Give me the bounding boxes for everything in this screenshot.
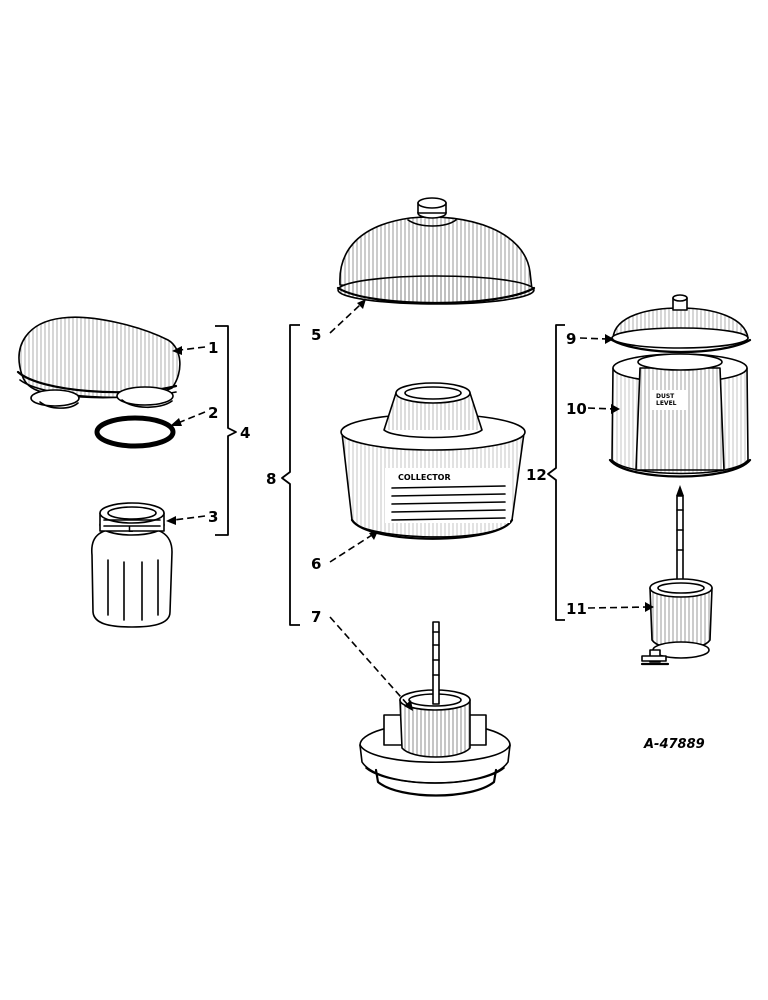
part-10-filter-element: DUST LEVEL — [608, 353, 752, 478]
callout-10: 10 — [566, 400, 587, 418]
leader-lines — [166, 299, 654, 711]
callout-7: 7 — [311, 608, 321, 626]
callout-3: 3 — [208, 508, 218, 526]
callout-9: 9 — [566, 330, 576, 348]
part-11-center-tube — [640, 485, 713, 666]
callout-4: 4 — [240, 424, 250, 442]
part-6-dirt-collector: COLLECTOR — [340, 382, 526, 540]
part-2-gasket — [94, 415, 176, 449]
part-7-base-assembly — [359, 621, 511, 797]
callout-numbers: 1 2 3 4 5 6 7 8 9 10 11 12 — [208, 326, 587, 626]
part-3-glass-jar: L — [91, 502, 173, 628]
callout-8: 8 — [266, 470, 276, 488]
callout-5: 5 — [311, 326, 321, 344]
reference-number: A-47889 — [643, 737, 705, 752]
callout-12: 12 — [526, 466, 547, 484]
callout-6: 6 — [311, 555, 321, 573]
part-1-inlet-cap — [16, 316, 181, 409]
jar-mark: L — [128, 525, 133, 534]
dust-level-label: DUST LEVEL — [656, 393, 677, 407]
callout-1: 1 — [208, 339, 218, 357]
part-9-filter-lid — [610, 294, 752, 354]
collector-decal-title: COLLECTOR — [398, 473, 451, 482]
braces — [215, 324, 565, 626]
callout-2: 2 — [208, 404, 218, 422]
part-5-dome-cover — [336, 197, 536, 305]
callout-11: 11 — [566, 600, 587, 618]
